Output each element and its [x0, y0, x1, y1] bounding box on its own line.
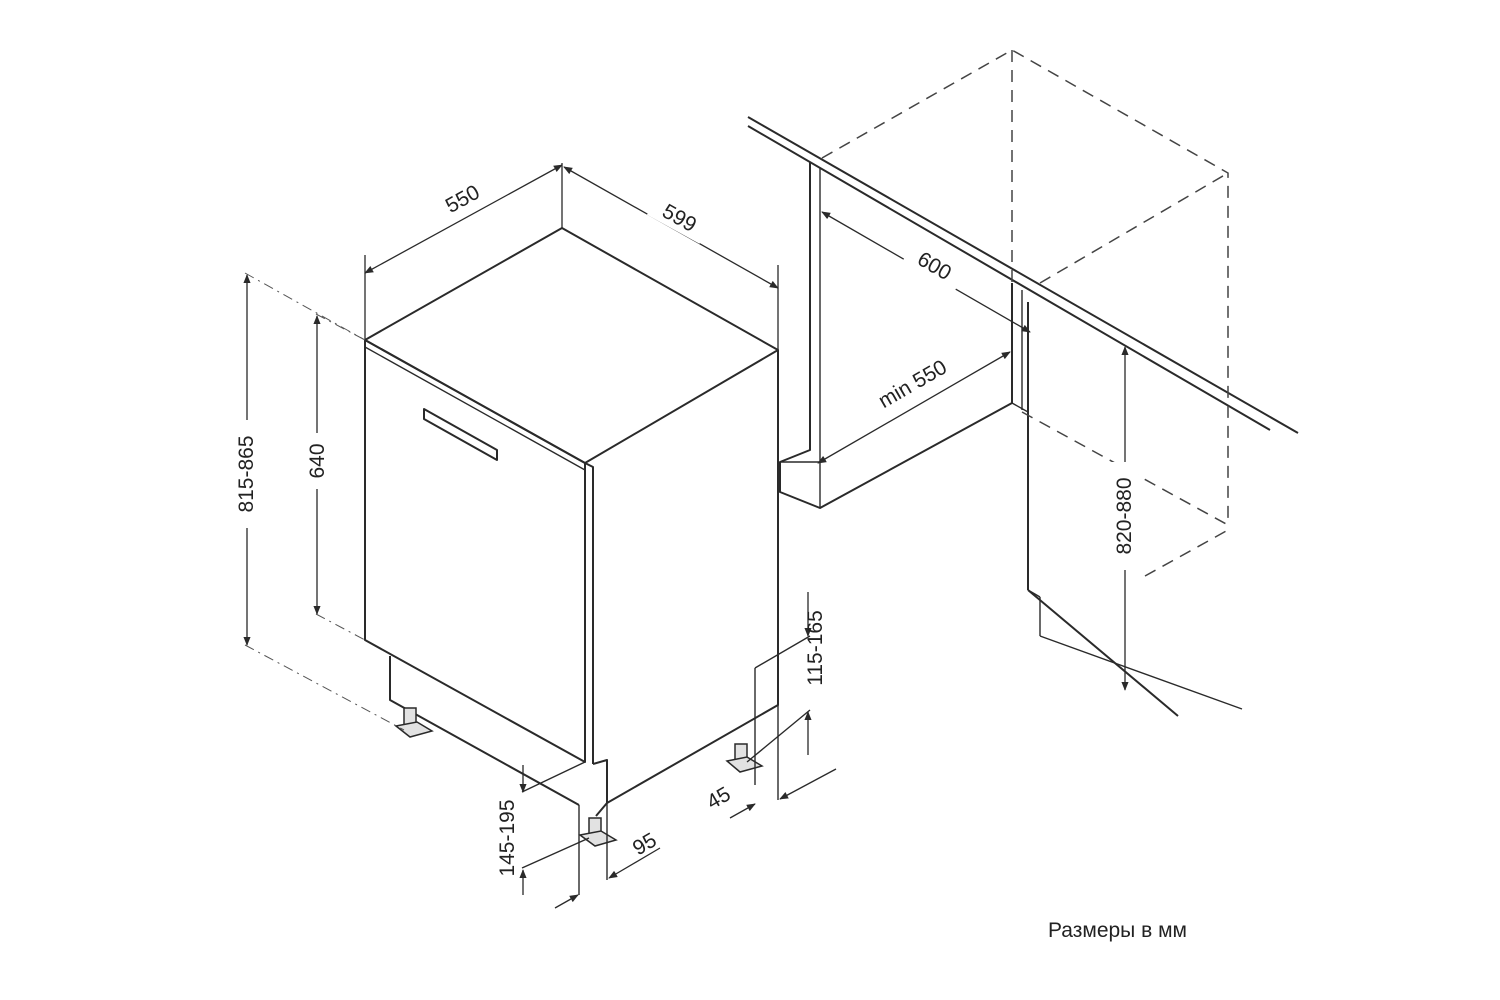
installation-niche [747, 49, 1299, 717]
dimension-niche-depth [817, 351, 1011, 464]
label-offset-95: 95 [629, 829, 661, 861]
dimension-plinth-left [519, 761, 590, 895]
units-note: Размеры в мм [1048, 919, 1187, 942]
label-door-height: 640 [306, 443, 329, 478]
dimension-offset-95 [554, 803, 661, 909]
dimension-offset-45 [729, 705, 837, 819]
dimension-labels: 550 599 815-865 640 115-165 45 145-195 9… [232, 171, 1138, 877]
dimension-width [563, 166, 779, 350]
dimension-total-height [243, 272, 405, 731]
label-plinth-right: 115-165 [804, 610, 827, 686]
door-handle [423, 408, 498, 461]
label-niche-height: 820-880 [1113, 477, 1136, 554]
label-offset-45: 45 [703, 783, 735, 815]
label-plinth-left: 145-195 [496, 799, 519, 876]
label-total-height: 815-865 [235, 435, 258, 512]
dimension-depth [364, 163, 563, 340]
